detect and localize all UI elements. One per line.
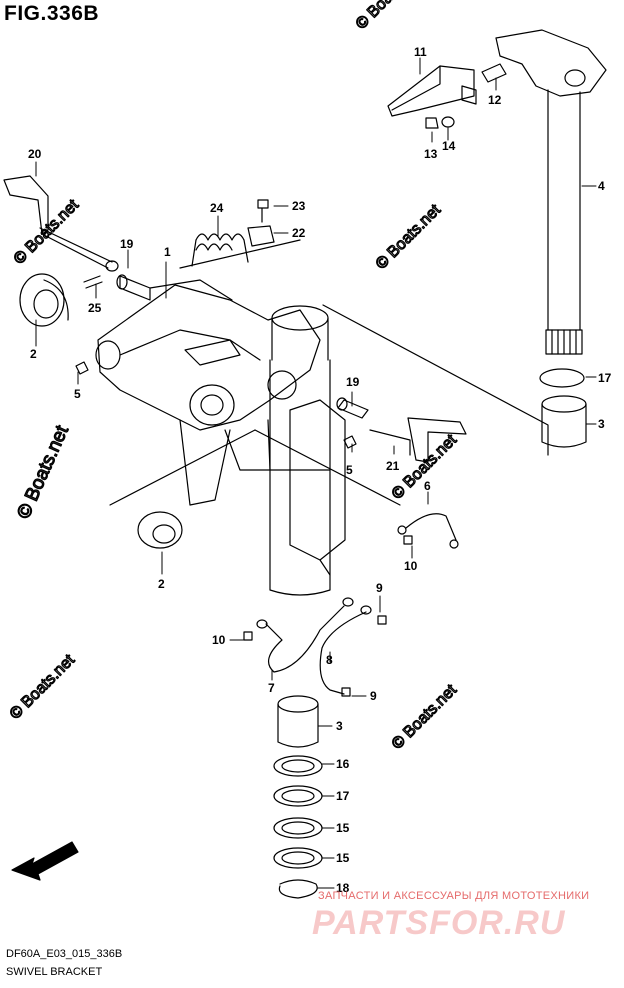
watermark-1: © Boats.net <box>353 0 425 33</box>
callout-23: 23 <box>292 199 306 213</box>
part-25-pin <box>83 275 103 289</box>
callout-6: 6 <box>424 479 431 493</box>
callout-4: 4 <box>598 179 605 193</box>
part-14-washer <box>441 116 455 128</box>
callout-3-top: 3 <box>598 417 605 431</box>
callout-8: 8 <box>326 653 333 667</box>
part-10-bolt-left <box>243 631 253 641</box>
callout-19-right: 19 <box>346 375 360 389</box>
watermark-6: © Boats.net <box>389 681 461 753</box>
part-10-bolt-right <box>403 535 413 545</box>
part-15-washer-b <box>273 847 323 869</box>
part-4-steering-shaft <box>495 29 607 355</box>
callout-12: 12 <box>488 93 502 107</box>
part-3-bushing-bottom <box>277 695 319 748</box>
brand-logo-text: PARTSFOR.RU <box>312 904 566 942</box>
callout-22: 22 <box>292 226 306 240</box>
part-16-washer <box>273 755 323 777</box>
callout-19-left: 19 <box>120 237 134 251</box>
part-7-wire <box>256 597 354 673</box>
callout-9-top: 9 <box>376 581 383 595</box>
part-9-bolt-top <box>377 615 387 625</box>
part-20-lever <box>3 175 119 272</box>
callout-10-left: 10 <box>212 633 226 647</box>
leader-line <box>179 239 301 269</box>
callout-15-a: 15 <box>336 821 350 835</box>
leader-line <box>322 304 549 456</box>
callout-5-left: 5 <box>74 387 81 401</box>
callout-21: 21 <box>386 459 400 473</box>
callout-1: 1 <box>164 245 171 259</box>
part-15-washer-a <box>273 817 323 839</box>
figure-code: DF60A_E03_015_336B <box>6 948 123 960</box>
part-13-nut <box>425 117 439 129</box>
callout-17-bottom: 17 <box>336 789 350 803</box>
part-22-clip <box>247 225 275 247</box>
callout-5-right: 5 <box>346 463 353 477</box>
callout-2-bottom: 2 <box>158 577 165 591</box>
callout-25: 25 <box>88 301 102 315</box>
watermark-main: © Boats.net <box>13 422 73 522</box>
callout-7: 7 <box>268 681 275 695</box>
callout-18: 18 <box>336 881 350 895</box>
part-6-wire <box>397 513 459 549</box>
callout-numbers: 1 2 2 3 3 4 5 5 6 7 8 9 9 10 10 11 12 13… <box>28 45 612 895</box>
part-12-stud <box>481 63 507 83</box>
callout-11: 11 <box>414 45 427 59</box>
part-18-circlip <box>278 879 318 899</box>
part-3-bushing-top <box>541 395 587 448</box>
callout-20: 20 <box>28 147 42 161</box>
figure-title: FIG.336B <box>4 2 100 25</box>
callout-3-bottom: 3 <box>336 719 343 733</box>
callout-24: 24 <box>210 201 224 215</box>
callout-13: 13 <box>424 147 438 161</box>
callout-10-right: 10 <box>404 559 418 573</box>
part-17-washer-bottom <box>273 785 323 807</box>
part-24-spring <box>191 233 249 267</box>
brand-tagline: ЗАПЧАСТИ И АКСЕССУАРЫ ДЛЯ МОТОТЕХНИКИ <box>318 890 590 902</box>
watermark-5: © Boats.net <box>7 651 79 723</box>
callout-leaders <box>35 57 597 889</box>
sleeve-top <box>271 305 329 361</box>
callout-14: 14 <box>442 139 456 153</box>
fwd-arrow-icon <box>11 841 79 881</box>
callout-16: 16 <box>336 757 350 771</box>
figure-caption: SWIVEL BRACKET <box>6 966 103 978</box>
part-21-lever <box>369 417 467 463</box>
part-19-bushing-right <box>336 397 369 419</box>
part-5-bolt-right <box>343 435 357 449</box>
callout-2-top: 2 <box>30 347 37 361</box>
part-2-cap-top <box>19 273 69 327</box>
callout-15-b: 15 <box>336 851 350 865</box>
part-8-wire <box>319 605 372 695</box>
part-2-cap-bottom <box>137 511 183 549</box>
part-19-bushing-left <box>116 274 151 301</box>
callout-17-top: 17 <box>598 371 612 385</box>
leader-line <box>109 429 256 506</box>
part-11-bracket <box>387 65 477 117</box>
watermark-2: © Boats.net <box>11 196 83 268</box>
part-17-washer-top <box>539 368 585 388</box>
callout-9-bottom: 9 <box>370 689 377 703</box>
watermark-3: © Boats.net <box>373 201 445 273</box>
part-9-bolt-bottom <box>341 687 351 697</box>
leader-line <box>254 429 401 506</box>
part-5-bolt-left <box>75 361 89 375</box>
part-23-bolt <box>257 199 269 223</box>
part-1-swivel-bracket <box>95 279 346 596</box>
